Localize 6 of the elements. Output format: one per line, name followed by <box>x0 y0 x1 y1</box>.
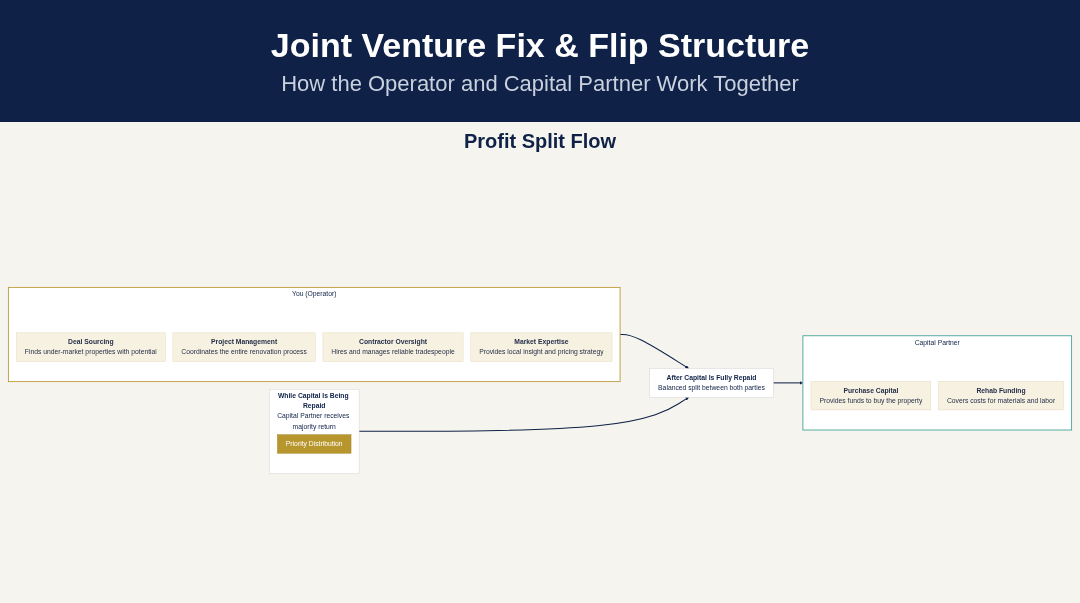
arrow <box>619 333 689 369</box>
section-heading: Profit Split Flow <box>463 130 617 152</box>
arrow <box>358 396 689 432</box>
title: Joint Venture Fix & Flip Structure <box>270 25 810 65</box>
subtitle: How the Operator and Capital Partner Work Together <box>281 70 799 97</box>
arrow <box>772 380 804 385</box>
